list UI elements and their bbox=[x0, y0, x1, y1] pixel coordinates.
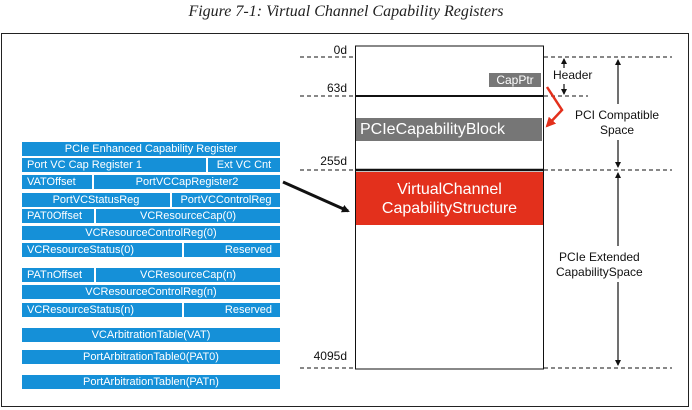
offset-label-4095d: 4095d bbox=[313, 349, 347, 363]
reg-vc-arbitration-table: VCArbitrationTable(VAT) bbox=[22, 328, 280, 342]
pcie-extended-label: PCIe Extended CapabilitySpace bbox=[556, 250, 643, 279]
reg-port-vc-cap-2: PortVCCapRegister2 bbox=[94, 175, 280, 189]
figure-title: Figure 7-1: Virtual Channel Capability R… bbox=[188, 3, 504, 20]
reg-ext-vc-cnt: Ext VC Cnt bbox=[208, 158, 280, 172]
pcie-capability-block: PCIeCapabilityBlock bbox=[356, 118, 542, 141]
reg-reserved-n: Reserved bbox=[184, 303, 280, 317]
offset-label-63d: 63d bbox=[326, 81, 347, 95]
offset-label-255d: 255d bbox=[320, 154, 347, 168]
register-map-arrow bbox=[282, 180, 350, 213]
header-label: Header bbox=[553, 68, 593, 82]
reg-vc-resource-control-n: VCResourceControlReg(n) bbox=[22, 285, 280, 299]
config-space-outline bbox=[355, 45, 544, 370]
reg-vc-resource-status-0: VCResourceStatus(0) bbox=[22, 243, 182, 257]
reg-port-arbitration-table-n: PortArbitrationTablen(PATn) bbox=[22, 375, 280, 389]
reg-vc-resource-control-0: VCResourceControlReg(0) bbox=[22, 226, 280, 240]
figure-frame bbox=[1, 33, 689, 407]
reg-port-vc-control: PortVCControlReg bbox=[172, 193, 280, 207]
vc-capability-structure: VirtualChannel CapabilityStructure bbox=[356, 172, 543, 225]
reg-port-arbitration-table-0: PortArbitrationTable0(PAT0) bbox=[22, 350, 280, 364]
reg-pat0-offset: PAT0Offset bbox=[22, 209, 94, 223]
pci-compatible-label: PCI Compatible Space bbox=[575, 108, 660, 137]
reg-vc-resource-cap-0: VCResourceCap(0) bbox=[96, 209, 280, 223]
reg-vc-resource-status-n: VCResourceStatus(n) bbox=[22, 303, 182, 317]
vc-capability-structure-label: VirtualChannel CapabilityStructure bbox=[381, 180, 518, 217]
reg-port-vc-status: PortVCStatusReg bbox=[22, 193, 170, 207]
reg-reserved-0: Reserved bbox=[184, 243, 280, 257]
reg-enhanced-cap-header: PCIe Enhanced Capability Register bbox=[22, 142, 280, 156]
offset-label-0d: 0d bbox=[333, 44, 347, 54]
reg-patn-offset: PATnOffset bbox=[22, 268, 94, 282]
cap-ptr: CapPtr bbox=[489, 73, 541, 87]
reg-vat-offset: VATOffset bbox=[22, 175, 92, 189]
reg-port-vc-cap-1: Port VC Cap Register 1 bbox=[22, 158, 206, 172]
reg-vc-resource-cap-n: VCResourceCap(n) bbox=[96, 268, 280, 282]
capptr-pointer-arrow bbox=[545, 86, 564, 128]
